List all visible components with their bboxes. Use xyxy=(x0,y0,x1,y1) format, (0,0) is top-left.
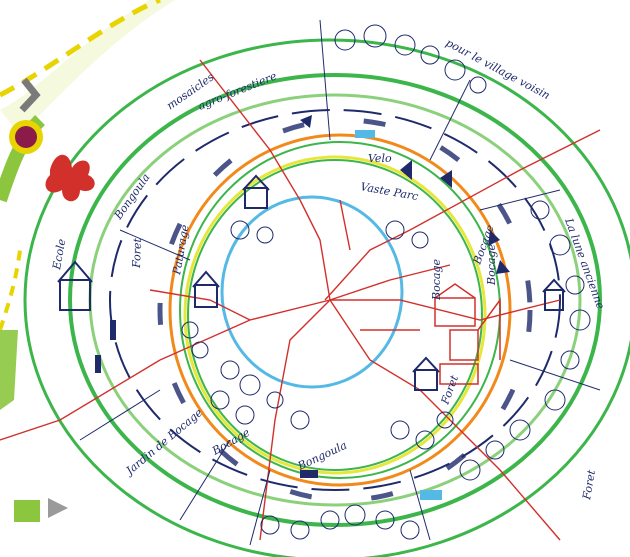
inner-core-ring xyxy=(220,195,404,389)
label-bongoula-bottom: Bongoula xyxy=(295,439,349,473)
label-village: pour le village voisin xyxy=(444,36,553,102)
radial-dividers xyxy=(79,19,601,546)
outer-rings xyxy=(23,38,630,557)
blue-markers xyxy=(95,115,510,500)
green-shape-icon xyxy=(14,498,68,522)
house-icon xyxy=(192,270,220,308)
label-lune: La lune ancienne xyxy=(562,216,607,312)
house-icon xyxy=(57,260,93,311)
house-icon xyxy=(542,278,566,311)
label-foret-bottom: Foret xyxy=(580,468,598,501)
label-foret-left: Foret xyxy=(130,237,144,269)
label-paturage: Paturage xyxy=(170,223,192,276)
middle-rings xyxy=(157,117,533,503)
decorative-left-border xyxy=(0,0,175,410)
label-velo: Velo xyxy=(368,152,392,165)
house-icon xyxy=(412,356,440,391)
house-icon xyxy=(242,174,270,209)
red-house-cluster xyxy=(434,283,501,385)
tree-clusters xyxy=(181,24,591,540)
label-bocage-2: Bocage xyxy=(430,259,443,301)
label-vaste-parc: Vaste Parc xyxy=(359,180,419,203)
label-ecole: Ecole xyxy=(50,237,68,271)
flower-icon xyxy=(45,154,95,202)
house-icons xyxy=(57,174,566,391)
label-bocage-inner: Bocage xyxy=(485,244,498,286)
